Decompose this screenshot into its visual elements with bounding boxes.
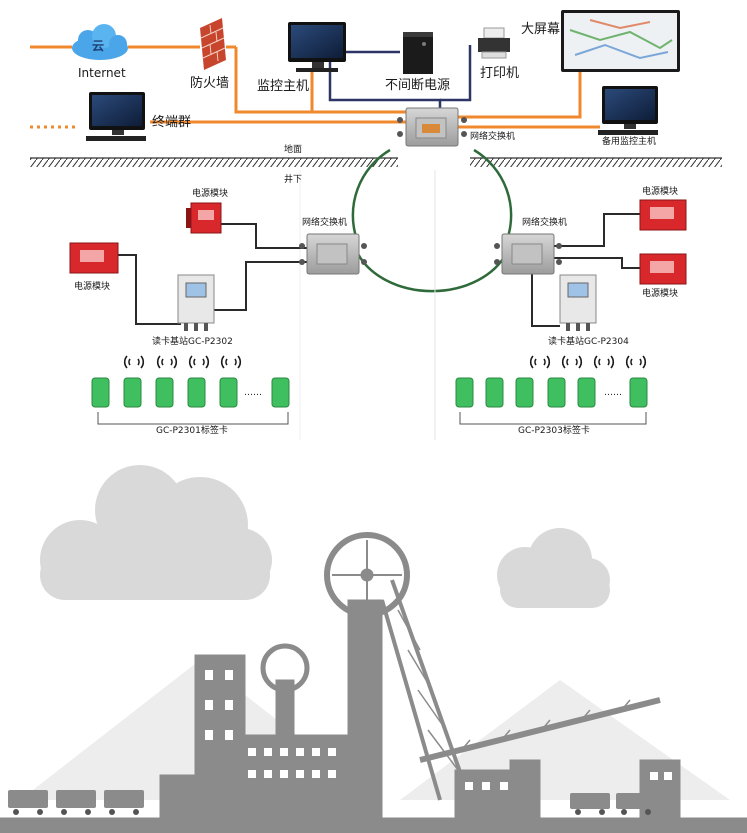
underground-label: 井下 (284, 175, 303, 185)
cloud-icon (72, 24, 128, 60)
ground-label: 地面 (284, 145, 303, 155)
right-reader-station-icon (559, 274, 597, 331)
clouds (40, 465, 610, 608)
monitor-icon (288, 22, 346, 72)
ups-icon (403, 32, 433, 74)
left-tag-cards-label: GC-P2301标签卡 (156, 426, 228, 436)
left-links (118, 223, 307, 325)
left-power-module-top (186, 202, 222, 234)
ground-surface (30, 157, 722, 167)
right-links (531, 213, 640, 327)
left-power-module-left (69, 242, 119, 274)
terminal-monitor-icon (86, 92, 146, 141)
building-windows (205, 670, 672, 790)
right-tag-bracket (459, 412, 647, 425)
backup-host-label: 备用监控主机 (602, 137, 657, 147)
left-switch-icon (299, 233, 367, 275)
right-signal-icons (529, 355, 647, 369)
left-reader-station-icon (177, 274, 215, 331)
left-tag-cards (91, 377, 290, 408)
right-power-module-bottom-label: 电源模块 (642, 289, 679, 299)
monitor-host-label: 监控主机 (257, 79, 310, 94)
ups-label: 不间断电源 (385, 78, 451, 93)
right-power-module-bottom (639, 253, 687, 285)
firewall-label: 防火墙 (190, 76, 230, 91)
right-switch-label: 网络交换机 (522, 218, 568, 228)
internet-label: Internet (78, 66, 126, 80)
backup-monitor-icon (598, 86, 658, 135)
right-power-module-top-label: 电源模块 (642, 187, 679, 197)
cloud-glyph: 云 (92, 39, 105, 53)
left-power-module-top-label: 电源模块 (192, 189, 229, 199)
left-tag-bracket (97, 412, 289, 425)
orange-links (30, 45, 600, 129)
left-power-module-left-label: 电源模块 (74, 282, 111, 292)
right-switch-icon (494, 233, 562, 275)
coal-cart-icon (8, 790, 656, 815)
switch-icon (397, 107, 467, 147)
navy-links (328, 45, 472, 108)
right-tag-cards (455, 377, 648, 408)
firewall-icon (200, 18, 226, 70)
right-reader-station-label: 读卡基站GC-P2304 (548, 337, 629, 347)
left-signal-icons (123, 355, 242, 369)
left-reader-station-label: 读卡基站GC-P2302 (152, 337, 233, 347)
right-tag-cards-label: GC-P2303标签卡 (518, 426, 590, 436)
right-ellipsis: …… (604, 388, 622, 398)
right-power-module-top (639, 199, 687, 231)
core-switch-label: 网络交换机 (470, 132, 516, 142)
big-screen-label: 大屏幕 (521, 22, 561, 37)
printer-label: 打印机 (480, 66, 520, 81)
terminals-label: 终端群 (152, 115, 192, 130)
left-ellipsis: …… (244, 388, 262, 398)
ring-network (351, 148, 513, 293)
left-switch-label: 网络交换机 (302, 218, 348, 228)
printer-icon (478, 27, 510, 59)
big-screen-icon (561, 10, 680, 72)
